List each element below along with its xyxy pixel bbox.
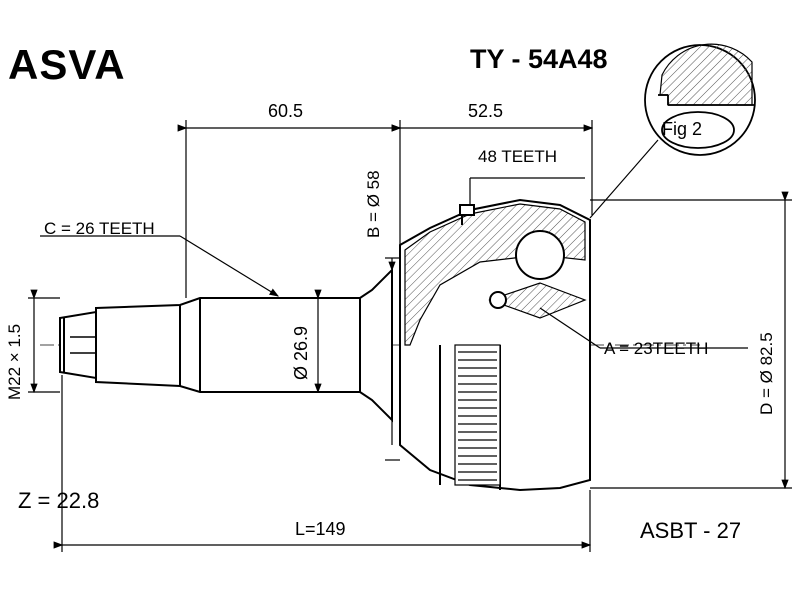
joint-housing bbox=[399, 198, 591, 492]
a-23-teeth-label: A = 23TEETH bbox=[604, 339, 709, 358]
b-58-label: B = Ø 58 bbox=[364, 170, 383, 238]
c-26-teeth-label: C = 26 TEETH bbox=[44, 219, 155, 238]
l-149-label: L=149 bbox=[295, 519, 346, 539]
z-22-8-label: Z = 22.8 bbox=[18, 488, 100, 513]
fig-2-detail bbox=[589, 43, 756, 219]
dimension-lines bbox=[28, 120, 792, 552]
splined-shaft bbox=[95, 267, 393, 423]
ball bbox=[515, 230, 565, 280]
part-number: TY - 54A48 bbox=[470, 44, 608, 74]
asbt-code: ASBT - 27 bbox=[640, 518, 742, 543]
m22-label: M22 × 1.5 bbox=[5, 323, 24, 400]
fig-2-label: Fig 2 bbox=[662, 119, 703, 139]
d-82-5-label: D = Ø 82.5 bbox=[757, 332, 776, 415]
teeth-48-label: 48 TEETH bbox=[478, 147, 558, 166]
dim-60-5: 60.5 bbox=[268, 101, 304, 121]
abs-ring bbox=[454, 344, 501, 486]
dim-52-5: 52.5 bbox=[468, 101, 504, 121]
d-26-9-label: Ø 26.9 bbox=[291, 325, 311, 380]
brand-logo: ASVA bbox=[8, 41, 126, 88]
